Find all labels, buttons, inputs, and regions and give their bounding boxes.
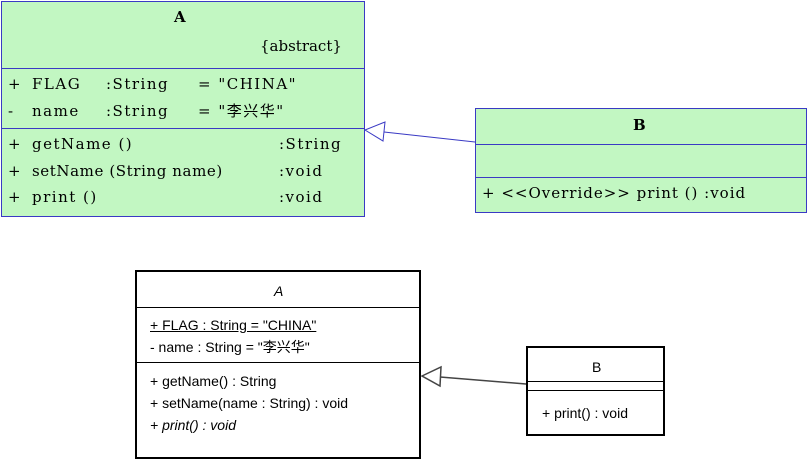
attr-name: name (32, 102, 80, 120)
op-vis: + (8, 135, 23, 153)
attr-vis: + (8, 75, 23, 93)
top-class-b-operations: + <<Override>> print () :void (476, 177, 806, 214)
attr-value: = "李兴华" (198, 102, 285, 120)
bottom-class-b-name: B (592, 359, 602, 375)
bottom-class-a-attributes: + FLAG : String = "CHINA" - name : Strin… (137, 307, 419, 362)
bottom-class-b: B + print() : void (526, 346, 665, 436)
attr-value: = "CHINA" (198, 75, 298, 93)
top-class-b-attributes (476, 144, 806, 177)
op-type: :void (279, 188, 324, 206)
op-type: :void (279, 162, 324, 180)
bottom-class-a-name: A (274, 283, 284, 299)
bottom-class-a-operations: + getName() : String + setName(name : St… (137, 362, 419, 457)
top-generalization-arrowhead (363, 121, 386, 142)
top-class-a-operations: + getName () :String + setName (String n… (2, 128, 364, 218)
bottom-generalization-arrowhead (420, 365, 442, 388)
bottom-generalization-line (439, 376, 527, 385)
op-text: + getName() : String (150, 373, 277, 389)
top-class-a-name: A (174, 8, 186, 26)
op-type: :String (279, 135, 343, 153)
op-text-abstract: + print() : void (150, 417, 236, 433)
bottom-class-a: A + FLAG : String = "CHINA" - name : Str… (135, 270, 421, 459)
op-text: + setName(name : String) : void (150, 395, 349, 411)
top-class-a-stereotype: {abstract} (260, 37, 342, 55)
op-signature: print () (32, 188, 98, 206)
op-vis: + (8, 188, 23, 206)
attr-name: FLAG (32, 75, 82, 93)
top-class-a-attributes: + FLAG :String = "CHINA" - name :String … (2, 68, 364, 128)
top-class-b-name: B (633, 116, 646, 134)
op-vis: + (8, 162, 23, 180)
top-class-b: B + <<Override>> print () :void (475, 108, 807, 213)
op-signature: setName (String name) (32, 162, 223, 180)
attr-type: :String (106, 102, 170, 120)
attr-text: + FLAG : String = "CHINA" (150, 317, 317, 333)
top-generalization-line (383, 131, 476, 143)
op-text: + <<Override>> print () :void (482, 184, 747, 202)
attr-type: :String (106, 75, 170, 93)
top-class-a: A {abstract} + FLAG :String = "CHINA" - … (1, 1, 365, 217)
op-text: + print() : void (542, 405, 628, 421)
op-signature: getName () (32, 135, 134, 153)
attr-vis: - (8, 102, 15, 120)
attr-text: - name : String = "李兴华" (150, 339, 310, 355)
bottom-class-b-attributes (528, 381, 663, 390)
bottom-class-b-operations: + print() : void (528, 390, 663, 434)
